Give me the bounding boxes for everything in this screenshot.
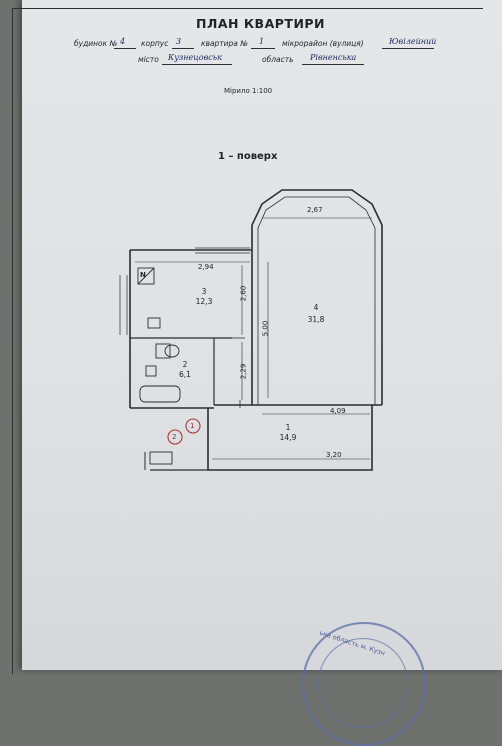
room-3-area: 12,3: [195, 297, 213, 306]
room-1-number: 1: [285, 423, 291, 432]
apartment-label: квартира №: [201, 39, 249, 48]
dim-living-depth: 5,00: [261, 320, 270, 337]
page-title: ПЛАН КВАРТИРИ: [196, 16, 326, 31]
city-value: Кузнецовськ: [168, 53, 222, 62]
floor-label: 1 – поверх: [218, 151, 278, 162]
district-label: мікрорайон (вулиця): [282, 39, 364, 48]
dim-bath-side: 2,29: [239, 363, 248, 380]
marker-1: 1: [190, 422, 195, 430]
document-sheet: [22, 0, 502, 670]
dim-bottom-width: 3,20: [326, 451, 342, 459]
dim-kitchen-side: 2,60: [239, 285, 248, 302]
city-label: місто: [138, 55, 159, 64]
room-4-area: 31,8: [307, 315, 325, 324]
room-1-area: 14,9: [279, 433, 297, 442]
floor-plan: [119, 189, 383, 471]
document-frame: [12, 8, 483, 674]
dim-kitchen-width: 2,94: [198, 263, 214, 271]
block-value: 3: [176, 37, 182, 46]
official-stamp-inner: [318, 638, 408, 728]
room-2-area: 6,1: [179, 370, 191, 379]
dim-bay-width: 2,67: [307, 206, 323, 214]
room-2-number: 2: [182, 360, 188, 369]
building-value: 4: [120, 37, 126, 46]
north-symbol: N: [140, 271, 146, 279]
marker-2: 2: [172, 433, 177, 441]
room-3-number: 3: [201, 287, 207, 296]
apartment-value: 1: [259, 37, 265, 46]
dim-hall-width: 4,09: [330, 407, 346, 415]
region-value: Рівненська: [310, 53, 357, 62]
district-value: Ювілейний: [389, 37, 437, 46]
room-4-number: 4: [313, 303, 319, 312]
scale-label: Мірило 1:100: [224, 87, 273, 95]
block-label: корпус: [141, 39, 169, 48]
building-label: будинок №: [74, 39, 118, 48]
region-label: область: [262, 55, 294, 64]
